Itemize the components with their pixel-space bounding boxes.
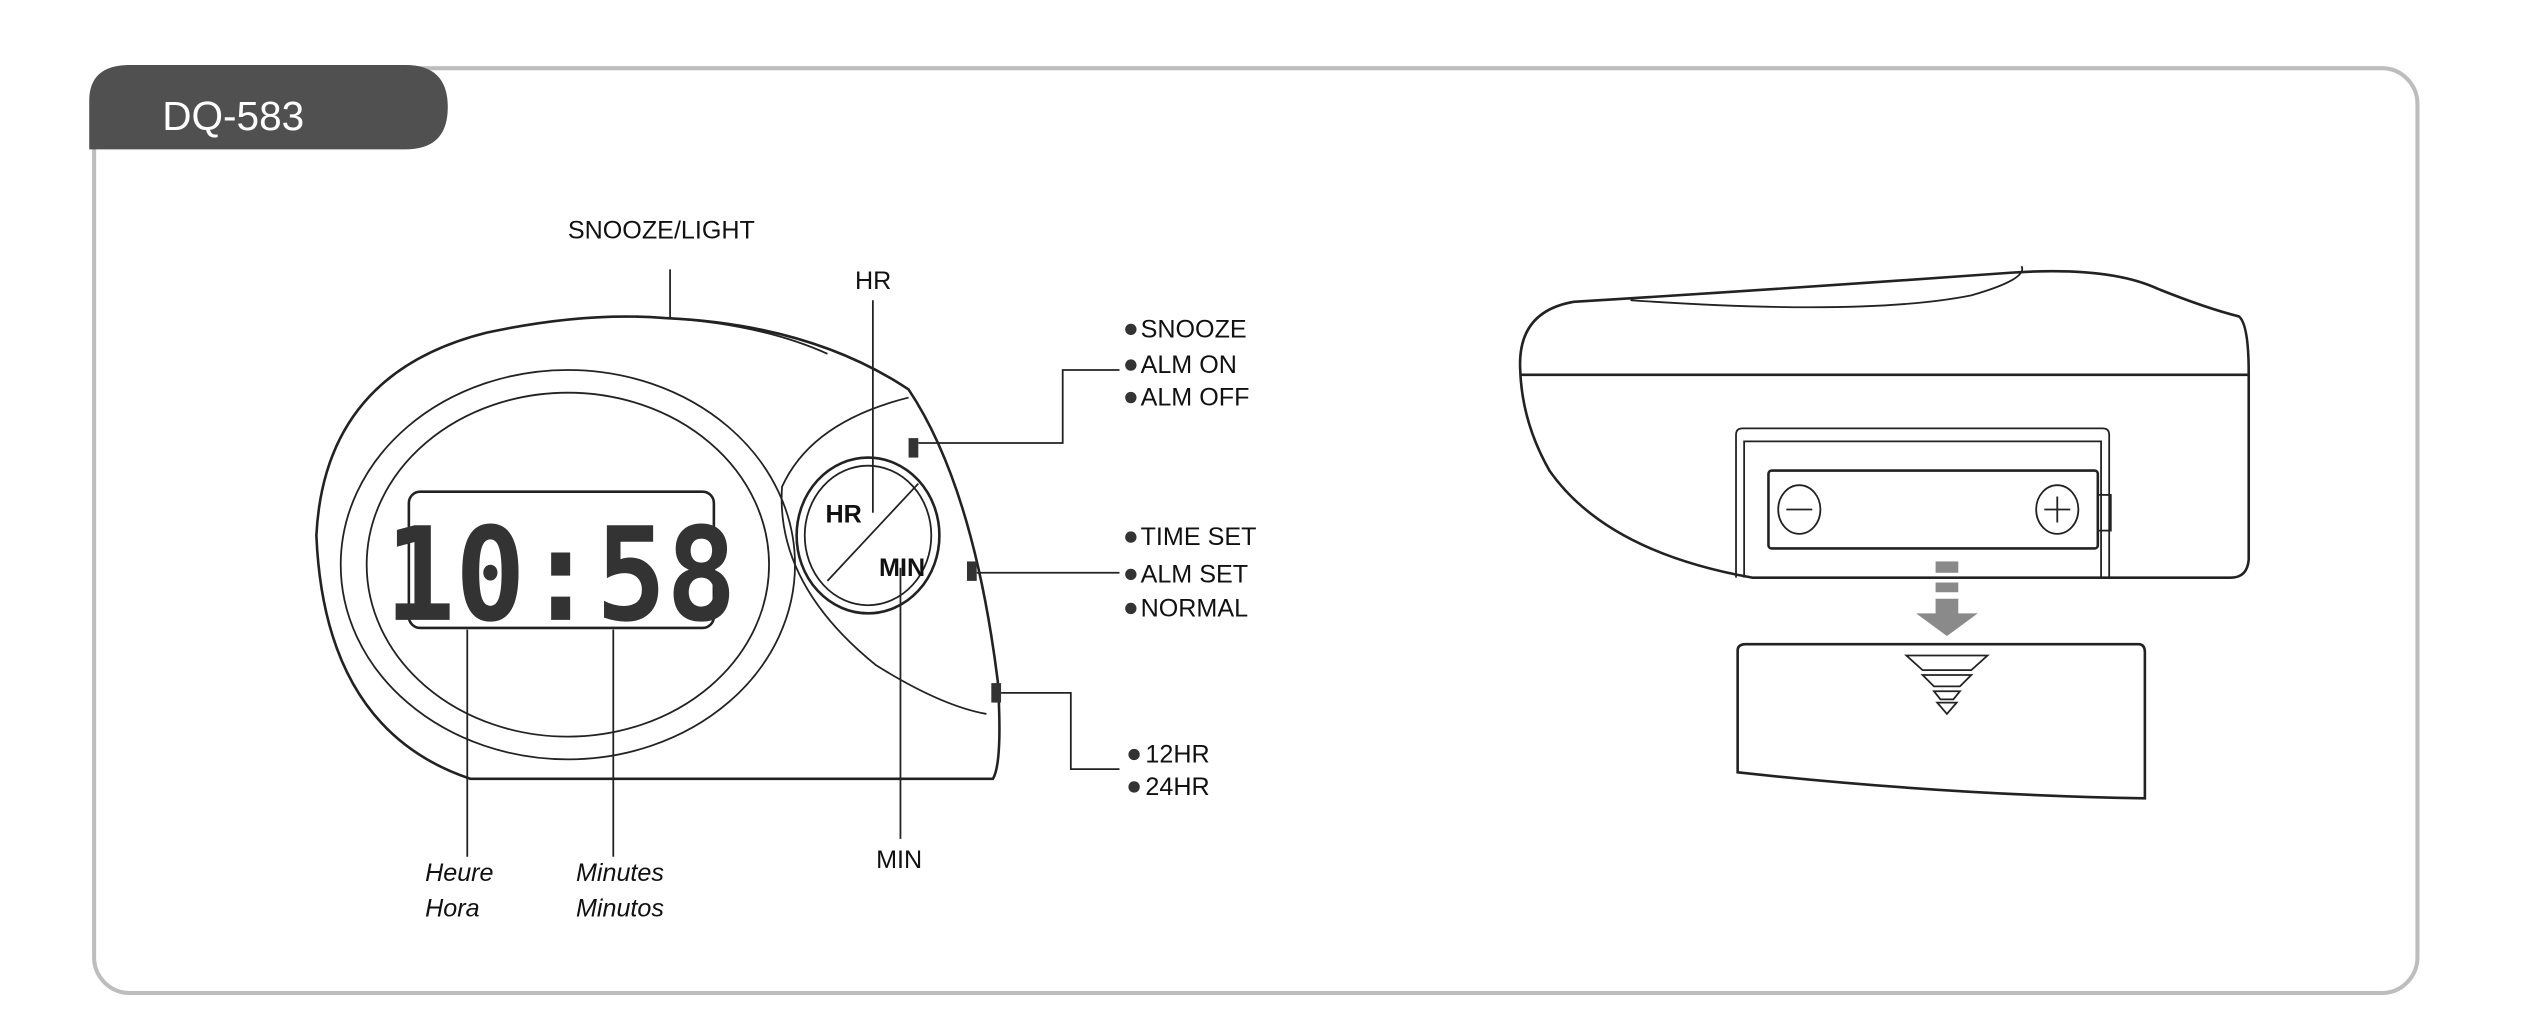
svg-text:12HR: 12HR: [1145, 741, 1209, 769]
min-button: MIN: [879, 554, 925, 582]
svg-text:SNOOZE: SNOOZE: [1141, 316, 1247, 344]
plus-circle-icon: [2035, 484, 2080, 535]
down-arrow-icon: [1916, 561, 1978, 637]
minute-label-fr: Minutes: [576, 859, 664, 887]
svg-text:NORMAL: NORMAL: [1141, 595, 1249, 623]
hour-label-fr: Heure: [425, 859, 493, 887]
lcd-time: 10:58: [385, 500, 737, 651]
snooze-light-label: SNOOZE/LIGHT: [568, 217, 755, 245]
svg-text:ALM ON: ALM ON: [1141, 351, 1237, 379]
panel-frame: [92, 66, 2420, 996]
battery-compartment-illustration: [1518, 265, 2251, 800]
svg-text:ALM SET: ALM SET: [1141, 561, 1249, 589]
slide-direction-icon: [1904, 654, 1990, 716]
minute-label-es: Minutos: [576, 895, 664, 923]
svg-text:24HR: 24HR: [1145, 773, 1209, 801]
minus-circle-icon: [1777, 484, 1822, 535]
svg-text:TIME SET: TIME SET: [1141, 523, 1257, 551]
min-callout-label: MIN: [876, 846, 922, 874]
format-switch-options: 12HR 24HR: [1128, 741, 1210, 801]
alarm-switch-options: SNOOZE ALM ON ALM OFF: [1125, 316, 1249, 412]
hr-button: HR: [826, 500, 862, 528]
mode-switch-options: TIME SET ALM SET NORMAL: [1125, 523, 1257, 623]
model-tab: [89, 64, 448, 150]
hr-callout-label: HR: [855, 267, 891, 295]
model-title: DQ-583: [162, 93, 304, 139]
svg-text:ALM OFF: ALM OFF: [1141, 384, 1250, 412]
clock-front-illustration: 10:58 HR MIN: [315, 315, 1002, 781]
lcd-display: [407, 490, 716, 630]
hour-label-es: Hora: [425, 895, 479, 923]
